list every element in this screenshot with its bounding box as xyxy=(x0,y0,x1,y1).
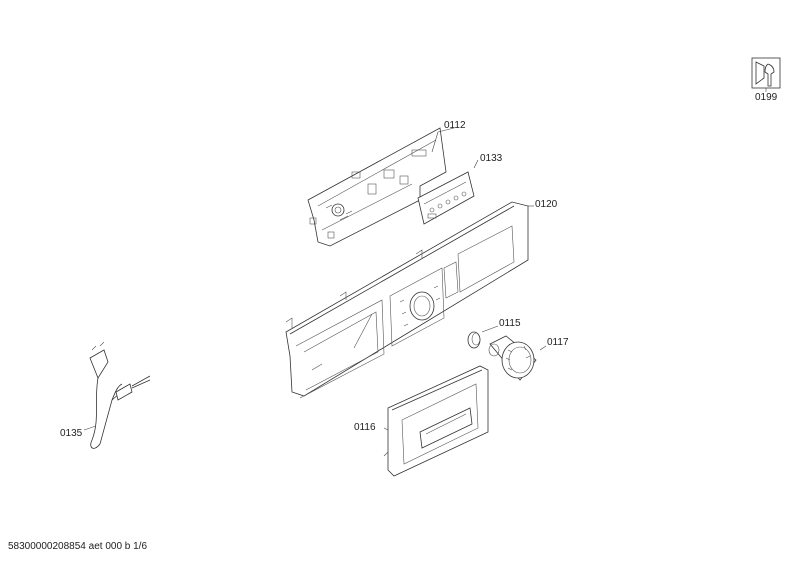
control-panel-fascia-part xyxy=(285,201,529,399)
part-label-0117: 0117 xyxy=(547,337,569,348)
wrench-manual-icon xyxy=(751,57,781,89)
selector-knob-part xyxy=(488,335,537,381)
document-id: 58300000208854 aet 000 b 1/6 xyxy=(8,541,148,552)
drawer-handle-part xyxy=(383,365,489,477)
knob-insert-part xyxy=(467,331,481,349)
control-pcb-part xyxy=(307,127,447,247)
part-label-0120: 0120 xyxy=(535,199,558,210)
leader-lines xyxy=(83,88,767,431)
part-label-0199: 0199 xyxy=(755,92,778,103)
part-label-0116: 0116 xyxy=(354,422,376,433)
part-label-0112: 0112 xyxy=(444,120,466,131)
part-label-0115: 0115 xyxy=(499,318,521,329)
part-label-0135: 0135 xyxy=(60,428,83,439)
display-board-part xyxy=(417,171,475,225)
part-label-0133: 0133 xyxy=(480,153,503,164)
power-cable-part xyxy=(89,341,151,449)
